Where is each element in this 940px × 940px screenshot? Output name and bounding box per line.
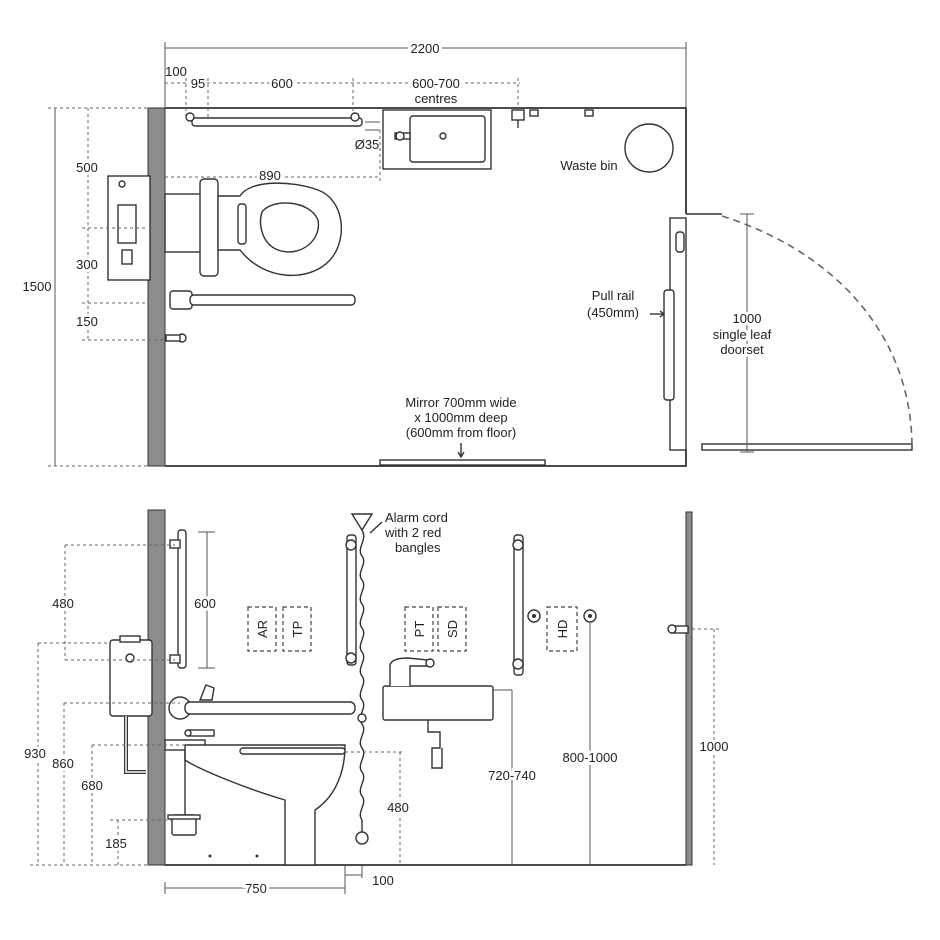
mirror-label-2: x 1000mm deep [414,410,507,425]
elev-basin [382,685,494,721]
tag-box-pt [404,606,434,652]
door-label-3: doorset [720,342,764,357]
elev-tap [389,657,429,686]
plan-pull-rail [663,289,675,401]
dim-95-label: 95 [191,76,205,91]
elev-vertical-rail-wc [177,529,187,669]
plan-hinged-rail [189,294,356,306]
elev-dim-800-1000-label: 800-1000 [563,750,618,765]
elev-dim-100-label: 100 [372,873,394,888]
plan-waste-bin [624,123,674,173]
alarm-label-3: bangles [395,540,441,555]
dim-300-label: 300 [76,257,98,272]
dim-2200-label: 2200 [411,41,440,56]
elev-vertical-rail-right [513,534,524,676]
tag-tp-label: TP [290,621,305,638]
elev-dim-1000-label: 1000 [700,739,729,754]
tag-pt-label: PT [412,621,427,638]
plan-grab-rail-top [191,117,363,127]
elev-dim-600-label: 600 [194,596,216,611]
plan-door-swing [721,215,913,445]
mirror-label-1: Mirror 700mm wide [405,395,516,410]
dim-100-label: 100 [165,64,187,79]
elev-dim-720-740-label: 720-740 [488,768,536,783]
alarm-pull-switch [350,513,374,532]
door-label-2: single leaf [713,327,772,342]
elev-dim-680-label: 680 [81,778,103,793]
dim-1500-label: 1500 [23,279,52,294]
elev-dim-480-seat-label: 480 [387,800,409,815]
centres-label: centres [415,91,458,106]
dim-500-label: 500 [76,160,98,175]
alarm-cord [359,529,365,821]
elev-dim-480-top-label: 480 [52,596,74,611]
elev-dim-860-label: 860 [52,756,74,771]
elev-right-wall [685,511,693,866]
tag-box-sd [437,606,467,652]
elev-seat [239,747,346,755]
alarm-label-1: Alarm cord [385,510,448,525]
elev-hinged-rail [184,701,356,715]
dim-150-label: 150 [76,314,98,329]
plan-left-wall [147,107,166,467]
alarm-label-2: with 2 red [384,525,441,540]
plan-backrest [199,178,219,277]
tag-box-tp [282,606,312,652]
elev-dim-750-label: 750 [245,881,267,896]
pull-rail-label-2: (450mm) [587,305,639,320]
elev-dim-185-label: 185 [105,836,127,851]
dim-600-700-label: 600-700 [412,76,460,91]
plan-mirror [379,459,546,466]
tag-box-ar [247,606,277,652]
dim-600-label: 600 [271,76,293,91]
mirror-label-3: (600mm from floor) [406,425,517,440]
plan-door-leaf [701,443,913,451]
plan-view: 2200 100 95 600 600-700 centres Ø35 Wast… [23,38,913,467]
tag-box-hd [546,606,578,652]
elevation-view: 600 Alarm cord [21,509,731,899]
waste-bin-label: Waste bin [560,158,617,173]
dim-890-label: 890 [259,168,281,183]
pull-rail-label-1: Pull rail [592,288,635,303]
elev-vertical-rail-centre [346,534,357,666]
tag-ar-label: AR [255,620,270,638]
dim-35-label: Ø35 [355,137,380,152]
elev-cistern [109,639,153,717]
elev-dim-930-label: 930 [24,746,46,761]
elev-wc-pan [184,744,346,866]
door-label-1: 1000 [733,311,762,326]
tag-hd-label: HD [555,620,570,639]
tag-sd-label: SD [445,620,460,638]
